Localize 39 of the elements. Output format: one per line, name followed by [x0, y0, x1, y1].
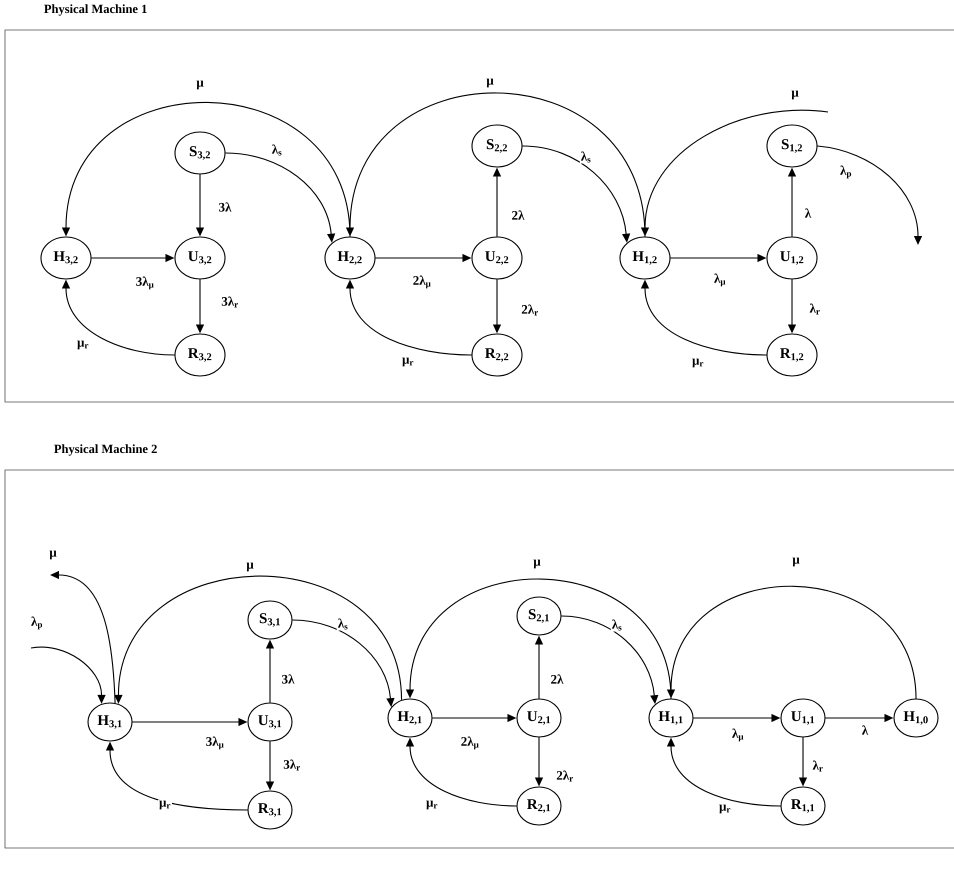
edge-label: μ: [485, 78, 495, 88]
edge-label: 2λ$_{μ}$: [412, 274, 432, 290]
edge-label: 2λ$_{r}$: [555, 770, 575, 782]
edge-label: 3λ$_{μ}$: [134, 276, 156, 290]
edge-label: λ$_{p}$: [30, 616, 44, 630]
edge-label: μ: [48, 550, 58, 560]
edge-label: μ$_{r}$: [158, 800, 172, 810]
edge-label: λ$_{s}$: [336, 617, 350, 631]
edge-label: μ: [532, 558, 542, 570]
edge-label: λ$_{r}$: [808, 302, 822, 316]
edge-label: μ$_{r}$: [76, 340, 90, 350]
node-label: Physical Machine 1: [44, 4, 147, 16]
edge-label: λ$_{μ}$: [730, 728, 746, 742]
edge-label: μ$_{r}$: [401, 356, 415, 368]
edge-label: μ$_{r}$: [425, 800, 439, 810]
edge-label: 3λ$_{μ}$: [204, 736, 226, 750]
edge-label: 3λ: [218, 201, 232, 213]
edge-label: μ$_{r}$: [718, 804, 732, 814]
edge-label: 2λ$_{r}$: [520, 304, 540, 316]
edge-label: 2λ$_{μ}$: [460, 736, 480, 750]
edge-label: 3λ: [280, 673, 296, 685]
edge-label: 3λ$_{r}$: [220, 296, 240, 308]
edge-label: λ: [804, 207, 812, 219]
edge-label: λ$_{r}$: [812, 760, 824, 772]
edge-label: 2λ: [550, 673, 564, 685]
edge-label: λ$_{s}$: [610, 618, 624, 632]
edge-label: 3λ$_{r}$: [282, 758, 302, 772]
edge-label: λ$_{μ}$: [712, 272, 728, 288]
edge-label: λ$_{s}$: [580, 150, 592, 164]
edge-label: λ$_{p}$: [839, 164, 853, 180]
node-label: Physical Machine 2: [54, 444, 157, 456]
edge-label: λ: [860, 724, 870, 736]
edge-label: μ$_{r}$: [691, 358, 705, 368]
edge-label: μ: [245, 562, 255, 572]
edge-label: μ: [791, 556, 801, 568]
edge-label: μ: [790, 90, 800, 100]
edge-label: 2λ: [510, 209, 526, 221]
edge-label: μ: [195, 80, 205, 90]
edge-label: λ$_{s}$: [270, 143, 284, 157]
